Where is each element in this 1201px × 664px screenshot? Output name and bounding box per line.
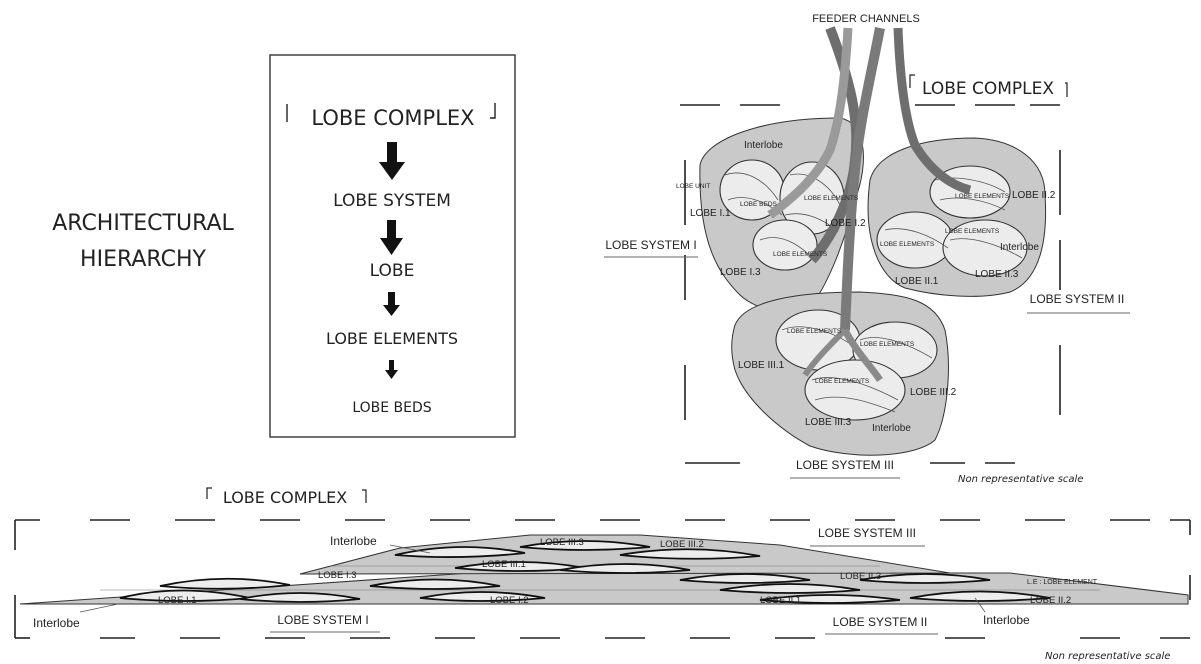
plan-lobe-label: LOBE III.2 [910, 387, 957, 398]
plan-lobe-beds-label: LOBE BEDS [740, 201, 778, 208]
section-lobe-label: LOBE I.1 [158, 595, 197, 606]
section-lobe-label: LOBE I.2 [490, 595, 529, 606]
plan-interlobe-label: Interlobe [744, 140, 783, 151]
feeder-channels-label: FEEDER CHANNELS [812, 13, 920, 25]
plan-lobe-elements-label: LOBE ELEMENTS [804, 195, 859, 202]
hierarchy-level-label: LOBE ELEMENTS [326, 329, 458, 348]
section-interlobe-label: Interlobe [983, 613, 1030, 627]
section-system-III-label: LOBE SYSTEM III [818, 526, 916, 540]
hierarchy-title-line1: ARCHITECTURAL [52, 211, 234, 236]
plan-lobe-label: LOBE I.2 [825, 218, 866, 229]
section-lobe-label: LOBE III.2 [660, 539, 704, 550]
plan-lobe-elements-label: LOBE ELEMENTS [787, 328, 842, 335]
section-view: LOBE COMPLEX [15, 488, 1190, 662]
plan-lobe-unit-label: LOBE UNIT [676, 183, 710, 190]
plan-lobe-label: LOBE II.3 [975, 269, 1019, 280]
section-lobe-label: LOBE II.1 [760, 595, 801, 606]
plan-system-I-label: LOBE SYSTEM I [605, 238, 696, 252]
section-interlobe-label: Interlobe [33, 616, 80, 630]
plan-lobe-elements-label: LOBE ELEMENTS [773, 251, 828, 258]
section-complex-label: LOBE COMPLEX [223, 488, 347, 507]
plan-lobe-label: LOBE III.1 [738, 360, 785, 371]
plan-system-II-label: LOBE SYSTEM II [1030, 292, 1125, 306]
hierarchy-level-complex: LOBE COMPLEX [287, 103, 495, 130]
section-scale-note: Non representative scale [1045, 651, 1170, 662]
plan-lobe-label: LOBE II.1 [895, 276, 939, 287]
plan-lobe-elements-label: LOBE ELEMENTS [815, 378, 870, 385]
section-lobe-label: LOBE III.1 [482, 559, 526, 570]
arrow-down-icon [385, 360, 398, 379]
plan-lobe-elements-label: LOBE ELEMENTS [945, 228, 1000, 235]
plan-interlobe-label: Interlobe [1000, 242, 1039, 253]
section-lobe-label: LOBE II.3 [840, 571, 881, 582]
arrow-down-icon [379, 142, 405, 180]
plan-lobe-label: LOBE III.3 [805, 417, 852, 428]
section-system-I-label: LOBE SYSTEM I [277, 613, 368, 627]
section-system-II-label: LOBE SYSTEM II [833, 615, 928, 629]
arrow-down-icon [383, 292, 400, 316]
hierarchy-title-line2: HIERARCHY [80, 247, 206, 272]
section-interlobe-label: Interlobe [330, 534, 377, 548]
plan-complex-label: LOBE COMPLEX [910, 75, 1067, 99]
plan-lobe-label: LOBE I.1 [690, 208, 731, 219]
section-lobe-label: LOBE I.3 [318, 570, 357, 581]
plan-lobe-elements-label: LOBE ELEMENTS [955, 193, 1010, 200]
section-lobe-label: LOBE II.2 [1030, 595, 1071, 606]
plan-view: FEEDER CHANNELS LOBE COMPLEX LOBE SYSTEM… [604, 13, 1130, 485]
plan-lobe-elements-label: LOBE ELEMENTS [860, 341, 915, 348]
hierarchy-level-label: LOBE COMPLEX [311, 106, 474, 130]
plan-lobe-label: LOBE I.3 [720, 267, 761, 278]
plan-complex-text: LOBE COMPLEX [922, 79, 1054, 99]
plan-lobe-label: LOBE II.2 [1012, 190, 1056, 201]
section-legend: L.E : LOBE ELEMENT [1027, 579, 1098, 586]
plan-system-III-label: LOBE SYSTEM III [796, 458, 894, 472]
hierarchy-level-label: LOBE BEDS [352, 400, 431, 416]
plan-lobe-elements-label: LOBE ELEMENTS [880, 241, 935, 248]
hierarchy-level-label: LOBE SYSTEM [333, 191, 451, 211]
arrow-down-icon [380, 220, 403, 255]
plan-scale-note: Non representative scale [958, 474, 1083, 485]
section-lobe-label: LOBE III.3 [540, 537, 584, 548]
hierarchy-level-label: LOBE [370, 261, 415, 281]
plan-interlobe-label: Interlobe [872, 423, 911, 434]
